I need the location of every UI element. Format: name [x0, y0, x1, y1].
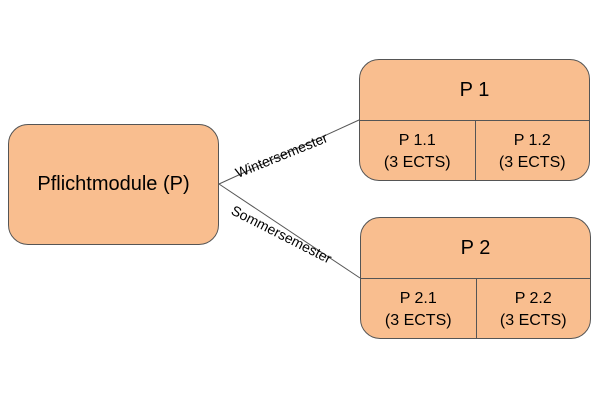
module-name: P 1.2	[513, 131, 551, 149]
root-node-label: Pflichtmodule (P)	[37, 173, 190, 195]
group-node-p2-label: P 2	[361, 218, 590, 279]
module-credits: (3 ECTS)	[498, 153, 566, 171]
group-node-p1: P 1 P 1.1 (3 ECTS) P 1.2 (3 ECTS)	[359, 59, 590, 181]
module-name: P 2.2	[514, 289, 552, 307]
connector-wintersemester	[218, 119, 360, 185]
connector-sommersemester	[218, 183, 361, 279]
module-credits: (3 ECTS)	[499, 311, 567, 329]
module-credits: (3 ECTS)	[383, 153, 451, 171]
group-node-p1-label: P 1	[360, 60, 589, 121]
group-node-p2-modules: P 2.1 (3 ECTS) P 2.2 (3 ECTS)	[361, 279, 591, 338]
module-cell-p2-1: P 2.1 (3 ECTS)	[361, 279, 476, 338]
module-name: P 2.1	[399, 289, 437, 307]
module-credits: (3 ECTS)	[384, 311, 452, 329]
root-node-pflichtmodule: Pflichtmodule (P)	[8, 124, 219, 245]
group-node-p1-modules: P 1.1 (3 ECTS) P 1.2 (3 ECTS)	[360, 121, 590, 180]
module-cell-p1-2: P 1.2 (3 ECTS)	[474, 121, 590, 180]
module-name: P 1.1	[398, 131, 436, 149]
module-cell-p2-2: P 2.2 (3 ECTS)	[475, 279, 591, 338]
group-node-p2: P 2 P 2.1 (3 ECTS) P 2.2 (3 ECTS)	[360, 217, 591, 339]
module-cell-p1-1: P 1.1 (3 ECTS)	[360, 121, 475, 180]
